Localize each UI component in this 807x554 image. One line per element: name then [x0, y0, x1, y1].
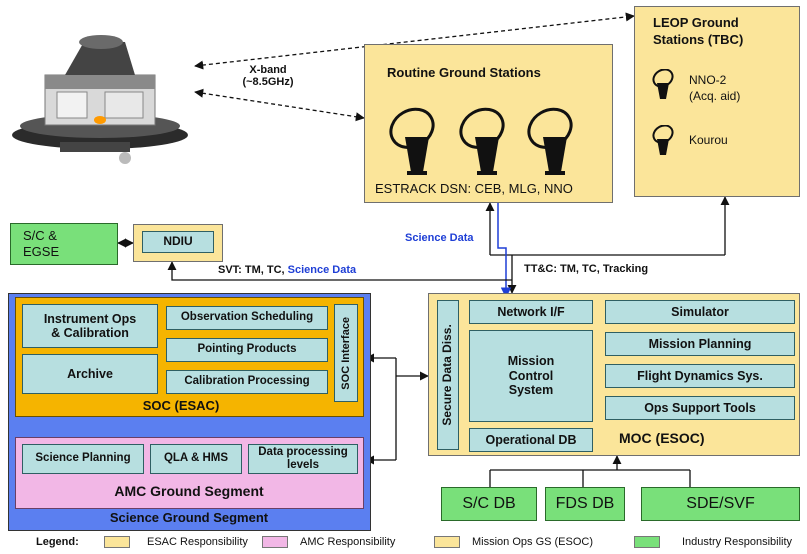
satellite-dish-icon [652, 125, 674, 155]
observation-scheduling: Observation Scheduling [166, 306, 328, 330]
leop-station-nno2: NNO-2 (Acq. aid) [689, 73, 741, 103]
amc-title: AMC Ground Segment [114, 483, 264, 499]
leop-station-kourou: Kourou [689, 133, 728, 147]
leop-gs-title: LEOP Ground Stations (TBC) [653, 15, 744, 47]
qla-hms: QLA & HMS [150, 444, 242, 474]
xband-label: X-band (~8.5GHz) [242, 64, 294, 88]
science-planning: Science Planning [22, 444, 144, 474]
sc-egse-label: S/C & EGSE [23, 228, 60, 260]
legend-swatch-amc [262, 536, 288, 548]
pointing-products: Pointing Products [166, 338, 328, 362]
soc-interface: SOC Interface [334, 304, 358, 402]
legend-title: Legend: [36, 536, 79, 548]
soc-esac: Instrument Ops & Calibration Archive Obs… [15, 297, 364, 417]
amc-ground-segment: Science Planning QLA & HMS Data processi… [15, 437, 364, 509]
simulator: Simulator [605, 300, 795, 324]
fds-db: FDS DB [545, 487, 625, 521]
routine-gs-title: Routine Ground Stations [387, 65, 541, 80]
routine-ground-stations: Routine Ground Stations [364, 44, 613, 203]
moc-title: MOC (ESOC) [619, 430, 705, 446]
science-data-label: Science Data [405, 232, 474, 244]
sgs-title: Science Ground Segment [109, 510, 269, 525]
moc-esoc: Secure Data Diss. Network I/F Mission Co… [428, 293, 800, 456]
ttc-label: TT&C: TM, TC, Tracking [524, 263, 649, 275]
ops-support-tools: Ops Support Tools [605, 396, 795, 420]
legend-label-mission-ops: Mission Ops GS (ESOC) [472, 536, 594, 548]
data-processing-levels: Data processing levels [248, 444, 358, 474]
xband-link-leop [194, 12, 635, 70]
ndiu-container: NDIU [133, 224, 223, 262]
legend-label-amc: AMC Responsibility [300, 536, 396, 548]
sc-db: S/C DB [441, 487, 537, 521]
operational-db: Operational DB [469, 428, 593, 452]
svt-link [167, 261, 512, 281]
mission-planning: Mission Planning [605, 332, 795, 356]
soc-title: SOC (ESAC) [142, 398, 220, 413]
ndiu: NDIU [142, 231, 214, 253]
satellite-dish-icon [389, 107, 573, 175]
xband-link-routine [194, 88, 365, 122]
calibration-processing: Calibration Processing [166, 370, 328, 394]
satellite-dish-icon [652, 69, 674, 99]
archive: Archive [22, 354, 158, 394]
secure-data-dissemination: Secure Data Diss. [437, 300, 459, 450]
mission-control-system: Mission Control System [469, 330, 593, 422]
sde-svf: SDE/SVF [641, 487, 800, 521]
network-if: Network I/F [469, 300, 593, 324]
spacecraft-image [12, 35, 188, 164]
legend-label-industry: Industry Responsibility [682, 536, 793, 548]
routine-gs-caption: ESTRACK DSN: CEB, MLG, NNO [375, 181, 573, 196]
svt-label: SVT: TM, TC, Science Data [218, 264, 357, 276]
science-data-link [497, 203, 512, 299]
legend-swatch-mission-ops [434, 536, 460, 548]
legend-label-esac: ESAC Responsibility [147, 536, 248, 548]
legend-swatch-esac [104, 536, 130, 548]
legend: Legend: ESAC Responsibility AMC Responsi… [0, 532, 807, 554]
legend-swatch-industry [634, 536, 660, 548]
flight-dynamics-system: Flight Dynamics Sys. [605, 364, 795, 388]
instrument-ops-calibration: Instrument Ops & Calibration [22, 304, 158, 348]
sc-egse: S/C & EGSE [10, 223, 118, 265]
leop-ground-stations: LEOP Ground Stations (TBC) NNO-2 (Acq. a… [634, 6, 800, 197]
